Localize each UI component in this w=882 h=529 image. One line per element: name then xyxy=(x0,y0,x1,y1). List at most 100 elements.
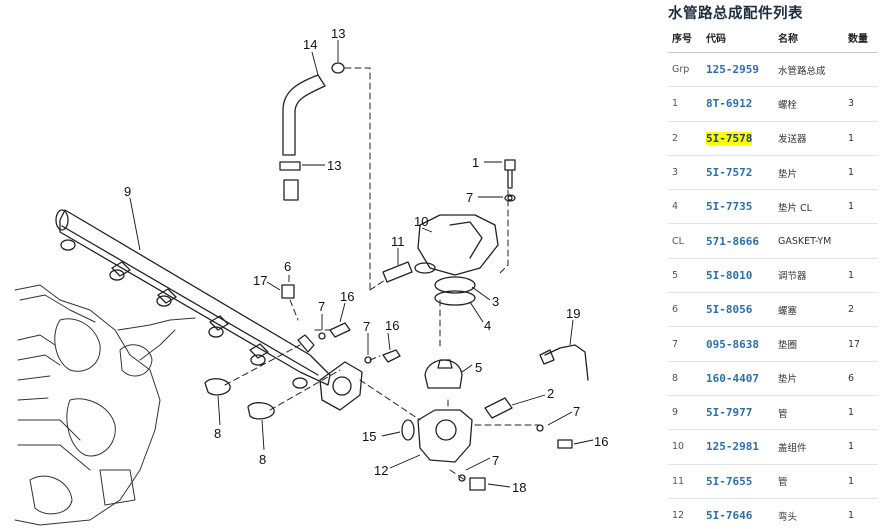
cell-seq: CL xyxy=(668,223,702,259)
part-code-link[interactable]: 5I-7735 xyxy=(706,200,753,214)
panel-title: 水管路总成配件列表 xyxy=(668,6,803,22)
cell-code[interactable]: 095-8638 xyxy=(702,326,774,362)
callout-8-a: 8 xyxy=(214,426,221,441)
callout-7-c: 7 xyxy=(363,319,370,334)
callout-7-d: 7 xyxy=(573,404,580,419)
cell-code[interactable]: 571-8666 xyxy=(702,223,774,259)
callout-18: 18 xyxy=(512,480,526,495)
cell-code[interactable]: 5I-7646 xyxy=(702,498,774,529)
callout-17: 17 xyxy=(253,273,267,288)
callout-7-b: 7 xyxy=(318,299,325,314)
cell-code[interactable]: 5I-8056 xyxy=(702,292,774,328)
part-code-link[interactable]: 5I-7646 xyxy=(706,509,753,522)
part-code-link[interactable]: 160-4407 xyxy=(706,371,759,385)
callout-leaders xyxy=(129,40,594,488)
pipe-flange xyxy=(319,361,363,411)
regulator xyxy=(424,359,463,389)
callout-19: 19 xyxy=(566,306,580,321)
cell-code[interactable]: 5I-7572 xyxy=(702,155,774,191)
callout-9: 9 xyxy=(124,184,131,199)
part-code-link[interactable]: 571-8666 xyxy=(706,234,759,248)
callout-4: 4 xyxy=(484,318,491,333)
cell-code[interactable]: 8T-6912 xyxy=(702,86,774,122)
sender xyxy=(484,397,513,419)
cell-qty: 1 xyxy=(844,464,878,499)
part-code-link[interactable]: 5I-8056 xyxy=(706,303,753,317)
cell-seq: 6 xyxy=(668,292,702,328)
callout-2: 2 xyxy=(547,386,554,401)
cell-code[interactable]: 5I-8010 xyxy=(702,258,774,294)
callout-3: 3 xyxy=(492,294,499,309)
cell-seq: 12 xyxy=(668,498,702,529)
header-name: 名称 xyxy=(774,22,844,53)
bolt xyxy=(504,159,516,189)
part-code-link[interactable]: 8T-6912 xyxy=(706,97,753,111)
callout-1: 1 xyxy=(472,155,479,170)
cell-qty xyxy=(844,52,878,88)
cell-name: 垫圈 xyxy=(774,326,844,362)
cell-qty: 3 xyxy=(844,86,878,122)
cell-code[interactable]: 125-2981 xyxy=(702,429,774,465)
cell-code[interactable]: 5I-7977 xyxy=(702,395,774,431)
cell-code[interactable]: 160-4407 xyxy=(702,361,774,396)
callout-12: 12 xyxy=(374,463,388,478)
header-code: 代码 xyxy=(702,22,774,53)
callout-5: 5 xyxy=(475,360,482,375)
hose xyxy=(282,74,326,156)
parts-diagram: 14 13 13 9 10 1 7 11 17 6 7 16 3 4 7 16 … xyxy=(14,26,608,526)
cell-code[interactable]: 5I-7735 xyxy=(702,189,774,225)
callout-15: 15 xyxy=(362,429,376,444)
part-code-link[interactable]: 125-2959 xyxy=(706,63,759,77)
cell-seq: 9 xyxy=(668,395,702,431)
cell-name: 管 xyxy=(774,464,844,499)
callout-13-top: 13 xyxy=(331,26,345,41)
cell-qty: 6 xyxy=(844,361,878,396)
cell-qty: 2 xyxy=(844,292,878,328)
cell-code[interactable]: 125-2959 xyxy=(702,52,774,88)
cell-name: 垫片 xyxy=(774,155,844,191)
cell-qty: 1 xyxy=(844,258,878,294)
callout-14: 14 xyxy=(303,37,317,52)
part-code-link[interactable]: 5I-7655 xyxy=(706,474,753,488)
cell-seq: 3 xyxy=(668,155,702,191)
cell-seq: Grp xyxy=(668,52,702,88)
hose-clamp-bottom xyxy=(279,161,301,171)
callout-16-b: 16 xyxy=(385,318,399,333)
cell-name: 盖组件 xyxy=(774,429,844,465)
cell-name: 垫片 CL xyxy=(774,189,844,225)
cell-seq: 10 xyxy=(668,429,702,465)
cell-seq: 7 xyxy=(668,326,702,362)
cell-code[interactable]: 5I-7655 xyxy=(702,464,774,499)
manifold-pipe xyxy=(55,209,331,389)
callout-16-a: 16 xyxy=(340,289,354,304)
part-code-link[interactable]: 095-8638 xyxy=(706,337,759,351)
cell-name: 垫片 xyxy=(774,361,844,396)
part-code-link[interactable]: 125-2981 xyxy=(706,440,759,454)
sensor-wire xyxy=(544,344,589,381)
cell-code[interactable]: 5I-7578 xyxy=(702,121,774,156)
cell-seq: 4 xyxy=(668,189,702,225)
callout-7-e: 7 xyxy=(492,453,499,468)
cell-name: 水管路总成 xyxy=(774,52,844,88)
cell-name: 调节器 xyxy=(774,258,844,294)
callout-6: 6 xyxy=(284,259,291,274)
part-code-link[interactable]: 5I-8010 xyxy=(706,268,753,282)
part-code-link[interactable]: 5I-7578 xyxy=(706,131,753,145)
cell-seq: 11 xyxy=(668,464,702,499)
cell-name: 螺栓 xyxy=(774,86,844,122)
header-seq: 序号 xyxy=(668,22,702,53)
cell-qty: 1 xyxy=(844,189,878,225)
part-code-link[interactable]: 5I-7977 xyxy=(706,406,753,420)
part-code-link[interactable]: 5I-7572 xyxy=(706,166,753,180)
